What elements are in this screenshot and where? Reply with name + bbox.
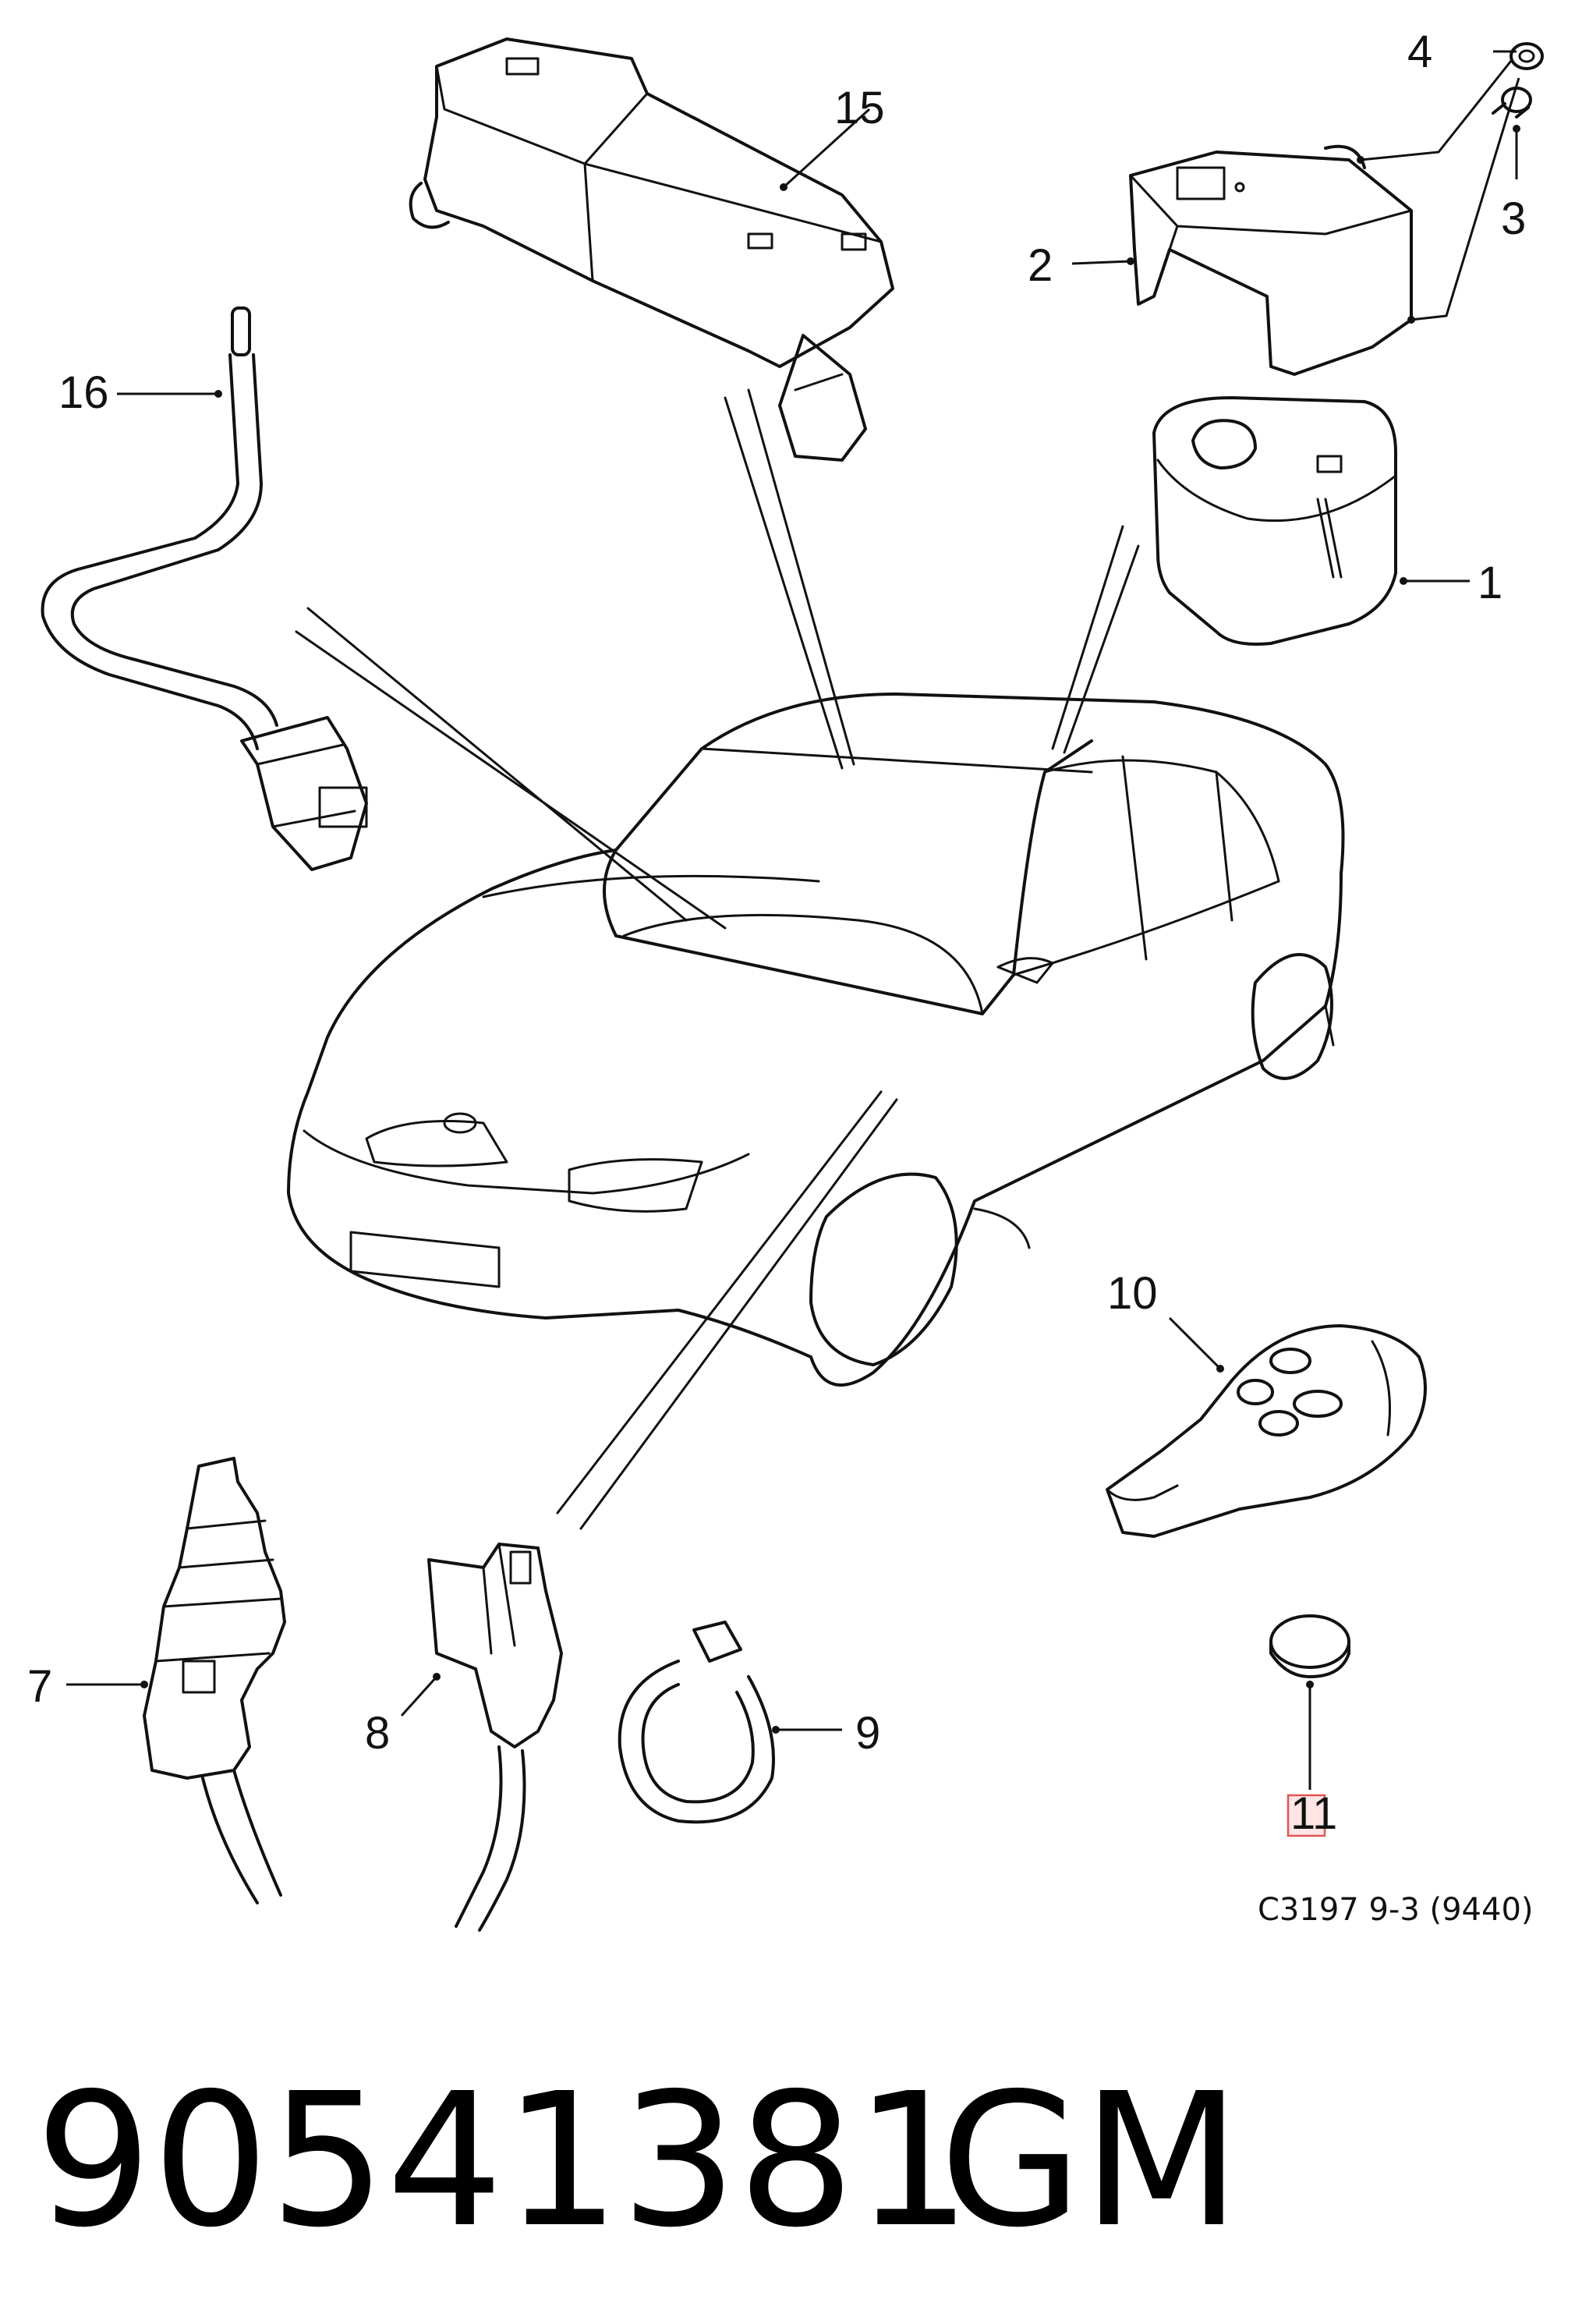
callout-1: 1 bbox=[1478, 558, 1502, 608]
part-8-connector bbox=[427, 1543, 563, 1932]
callout-3: 3 bbox=[1501, 193, 1526, 244]
callout-11-highlight bbox=[1287, 1794, 1326, 1837]
part-9-cable-tie bbox=[618, 1621, 775, 1824]
part-10-key-fob bbox=[1106, 1324, 1427, 1538]
callout-7: 7 bbox=[27, 1661, 52, 1712]
brand-name: GM bbox=[940, 2053, 1241, 2268]
callout-4: 4 bbox=[1407, 27, 1432, 77]
callout-11: 11 bbox=[1290, 1788, 1337, 1839]
part-4-nut bbox=[1510, 42, 1544, 70]
leader-lines bbox=[66, 50, 1520, 1790]
part-1-cover bbox=[1152, 396, 1397, 646]
part-11-coin-battery bbox=[1269, 1614, 1350, 1678]
part-15-control-module bbox=[409, 37, 894, 462]
part-16-sensor-cable bbox=[41, 306, 368, 871]
callout-2: 2 bbox=[1028, 240, 1053, 291]
callout-9: 9 bbox=[855, 1708, 880, 1759]
part-7-switch bbox=[143, 1457, 286, 1904]
callout-10: 10 bbox=[1107, 1268, 1158, 1319]
diagram-reference: C3197 9-3 (9440) bbox=[1258, 1892, 1534, 1928]
part-number: 90541381 bbox=[35, 2053, 972, 2268]
callout-8: 8 bbox=[365, 1708, 390, 1759]
pointer-lines bbox=[295, 388, 1140, 1530]
callout-15: 15 bbox=[834, 83, 885, 133]
callout-16: 16 bbox=[58, 367, 109, 418]
car-illustration bbox=[287, 693, 1345, 1387]
part-2-bracket bbox=[1129, 144, 1413, 376]
